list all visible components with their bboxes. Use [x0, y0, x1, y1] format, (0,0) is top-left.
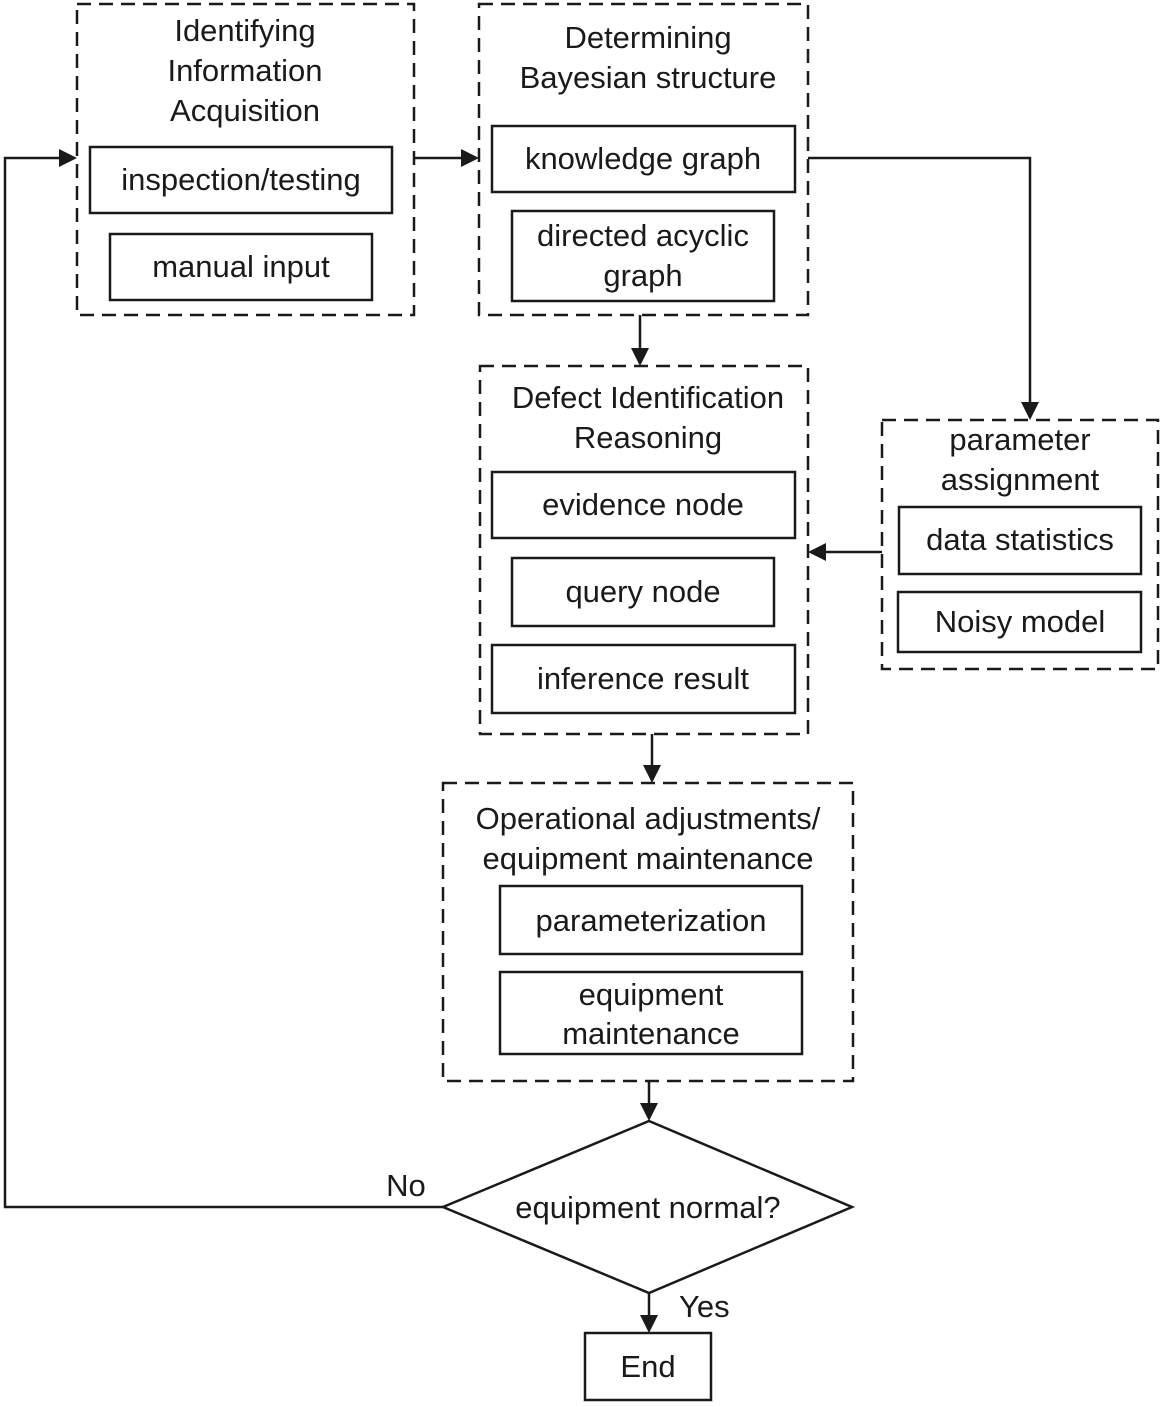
arrowhead-icon	[643, 765, 661, 783]
group-title-structure-1: Determining	[564, 20, 731, 55]
group-bayesian-structure	[477, 2, 810, 317]
group-title-maintenance-2: equipment maintenance	[483, 841, 814, 876]
arrowhead-icon	[640, 1315, 658, 1333]
edge-reasoning-to-maintenance	[643, 734, 661, 783]
arrowhead-icon	[461, 149, 479, 167]
node-inference-result	[490, 643, 797, 715]
group-title-parameter-2: assignment	[941, 462, 1100, 497]
node-label-query-node: query node	[565, 574, 720, 609]
edge-acquisition-to-structure	[414, 149, 479, 167]
group-title-maintenance-1: Operational adjustments/	[476, 801, 821, 836]
node-parameterization	[498, 884, 804, 956]
node-label-equipment-maintenance-2: maintenance	[562, 1016, 740, 1051]
node-knowledge-graph	[490, 124, 797, 194]
arrowhead-icon	[808, 543, 826, 561]
node-equipment-maintenance	[498, 970, 804, 1056]
node-evidence-node	[490, 470, 797, 540]
node-label-dag-2: graph	[603, 258, 682, 293]
edge-maintenance-to-decision	[640, 1081, 658, 1121]
edge-decision-to-end	[640, 1293, 658, 1333]
arrowhead-icon	[59, 149, 77, 167]
node-manual-input	[108, 232, 374, 302]
arrowhead-icon	[1021, 402, 1039, 420]
node-label-data-statistics: data statistics	[926, 522, 1114, 557]
arrowhead-icon	[640, 1103, 658, 1121]
node-data-statistics	[897, 505, 1143, 576]
group-title-reasoning-1: Defect Identification	[512, 380, 784, 415]
group-title-reasoning-2: Reasoning	[574, 420, 722, 455]
node-label-manual-input: manual input	[152, 249, 330, 284]
node-label-parameterization: parameterization	[536, 903, 767, 938]
node-label-knowledge-graph: knowledge graph	[525, 141, 761, 176]
node-inspection-testing	[88, 145, 394, 215]
node-label-inspection-testing: inspection/testing	[121, 162, 361, 197]
edge-label-yes: Yes	[679, 1289, 730, 1324]
group-title-acquisition-1: Identifying	[174, 13, 315, 48]
group-defect-reasoning	[478, 364, 810, 736]
edge-label-no: No	[386, 1168, 426, 1203]
node-label-inference-result: inference result	[537, 661, 749, 696]
node-noisy-model	[896, 590, 1143, 654]
group-title-parameter-1: parameter	[949, 422, 1090, 457]
group-title-acquisition-2: Information	[167, 53, 322, 88]
edge-parameter-to-reasoning	[808, 543, 882, 561]
node-query-node	[510, 556, 776, 628]
node-end	[583, 1331, 713, 1402]
arrowhead-icon	[631, 348, 649, 366]
edge-decision-no-loop	[3, 149, 443, 1209]
node-label-noisy-model: Noisy model	[935, 604, 1106, 639]
node-label-equipment-maintenance-1: equipment	[579, 977, 724, 1012]
node-label-evidence-node: evidence node	[542, 487, 744, 522]
node-directed-acyclic-graph	[510, 209, 776, 303]
edge-knowledge-graph-to-parameter	[808, 156, 1039, 420]
edge-structure-to-reasoning	[631, 315, 649, 366]
node-label-dag-1: directed acyclic	[537, 218, 749, 253]
group-information-acquisition	[75, 2, 416, 317]
node-label-end: End	[620, 1349, 675, 1384]
group-parameter-assignment	[880, 418, 1160, 671]
group-title-structure-2: Bayesian structure	[520, 60, 777, 95]
group-title-acquisition-3: Acquisition	[170, 93, 320, 128]
decision-label: equipment normal?	[515, 1190, 780, 1225]
